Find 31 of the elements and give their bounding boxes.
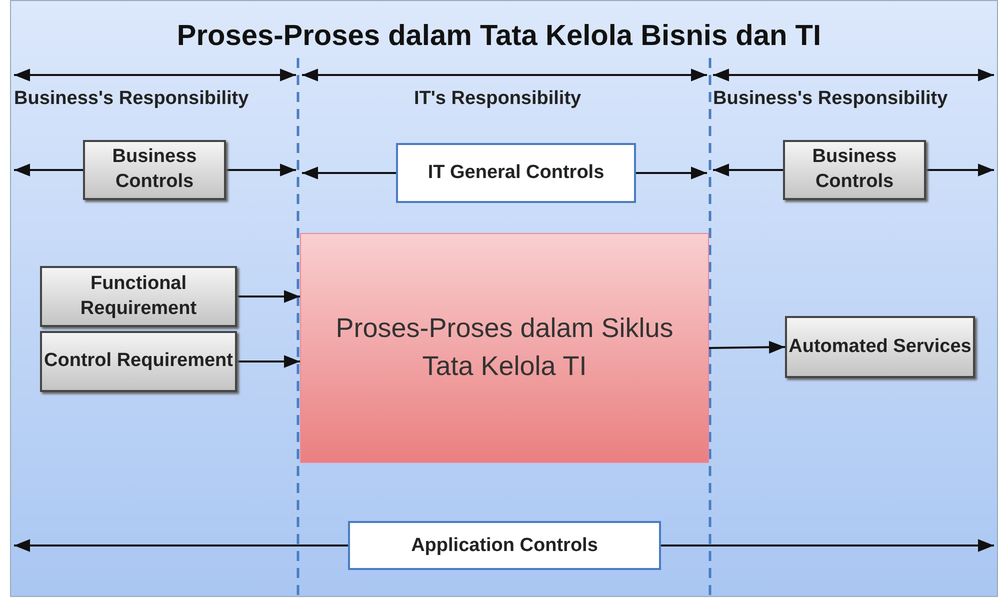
node-text: Automated Services bbox=[788, 334, 972, 359]
arrow bbox=[14, 164, 83, 176]
requirement-box bbox=[40, 331, 237, 392]
arrow bbox=[237, 355, 300, 368]
node-text: Proses-Proses dalam Siklus Tata Kelola TI bbox=[334, 312, 674, 383]
process-box bbox=[300, 233, 709, 463]
arrow bbox=[926, 164, 994, 176]
column-label: Business's Responsibility bbox=[14, 88, 249, 110]
node-text: Business Controls bbox=[811, 145, 898, 194]
control-box bbox=[348, 521, 661, 570]
arrow bbox=[302, 166, 396, 180]
node-text: IT General Controls bbox=[428, 162, 604, 184]
node-text: Application Controls bbox=[411, 534, 598, 556]
control-box bbox=[783, 140, 926, 200]
arrow bbox=[713, 164, 783, 176]
service-box bbox=[785, 316, 975, 378]
node-text: Functional Requirement bbox=[79, 272, 198, 320]
arrow bbox=[226, 164, 296, 176]
title: Proses-Proses dalam Tata Kelola Bisnis dan TI bbox=[176, 20, 822, 53]
arrow bbox=[636, 166, 707, 180]
arrow bbox=[237, 290, 300, 303]
arrow bbox=[661, 539, 994, 552]
column-label: IT's Responsibility bbox=[414, 88, 582, 110]
requirement-box bbox=[40, 266, 237, 327]
node-text: Business Controls bbox=[111, 145, 198, 194]
node-text: Control Requirement bbox=[44, 349, 233, 374]
column-label: Business's Responsibility bbox=[713, 88, 948, 110]
arrow bbox=[708, 340, 786, 354]
arrow bbox=[14, 539, 348, 552]
control-box bbox=[396, 143, 636, 203]
control-box bbox=[83, 140, 226, 200]
